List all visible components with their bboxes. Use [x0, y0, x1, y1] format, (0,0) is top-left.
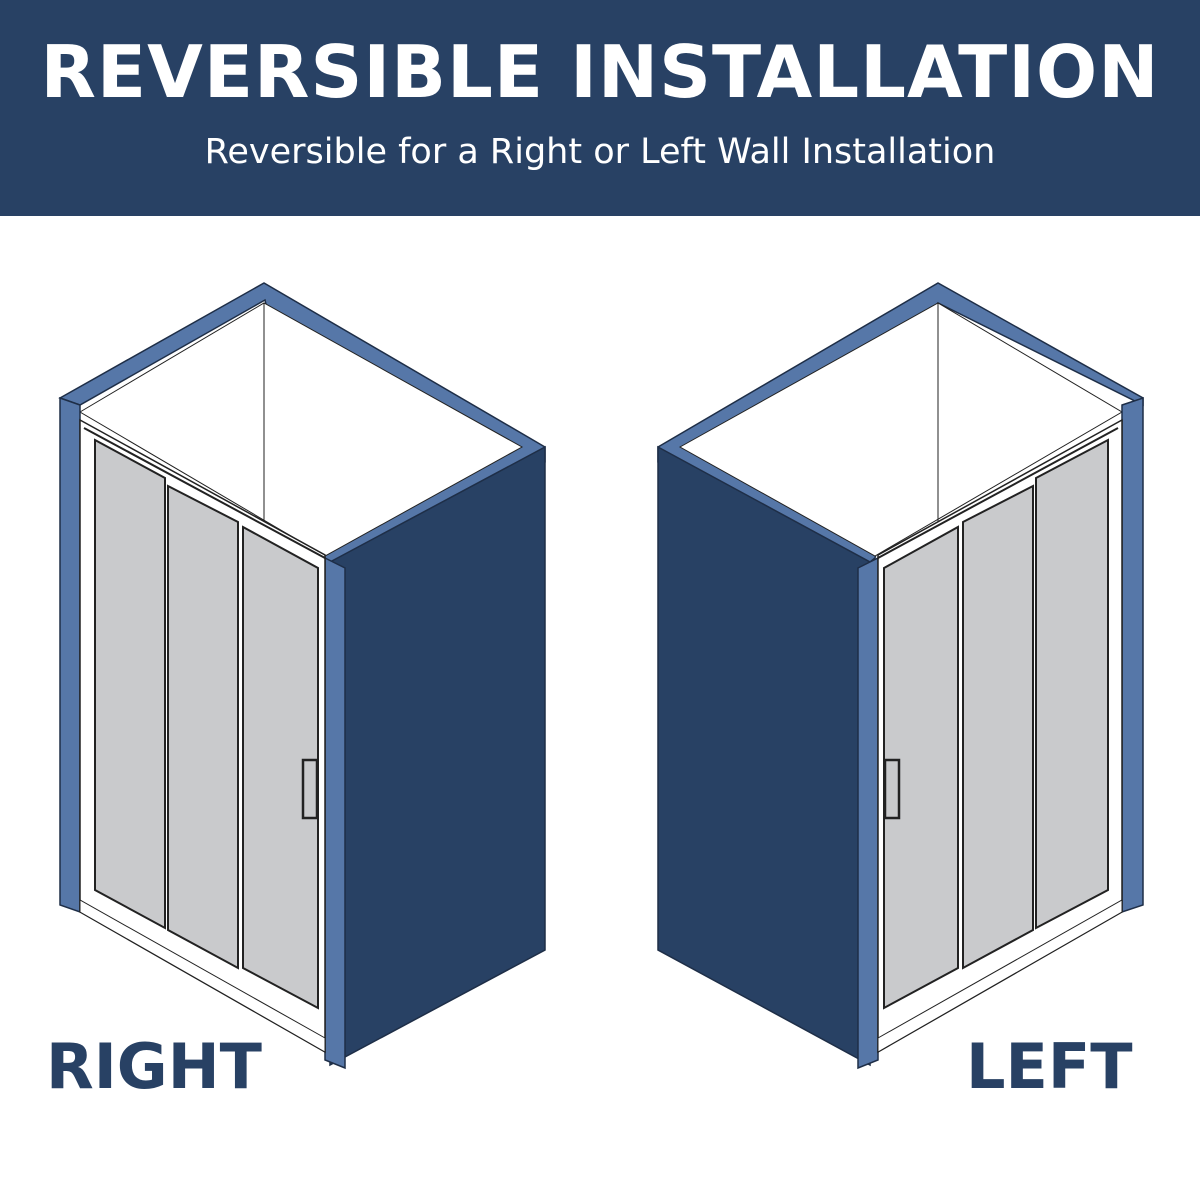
glass-panel-2: [962, 484, 1034, 970]
door-handle: [883, 758, 901, 820]
enclosure-opening: [79, 302, 524, 557]
side-wall-edge: [857, 556, 879, 1070]
page-subtitle: Reversible for a Right or Left Wall Inst…: [204, 132, 996, 172]
glass-panel-2: [167, 484, 239, 970]
glass-panel-1: [883, 525, 959, 1010]
page-title: REVERSIBLE INSTALLATION: [40, 30, 1160, 114]
glass-panel-3: [242, 525, 319, 1010]
header-banner: REVERSIBLE INSTALLATION Reversible for a…: [0, 0, 1200, 216]
right-enclosure: [58, 282, 546, 1070]
label-left: LEFT: [966, 1030, 1133, 1103]
side-wall: [657, 445, 871, 1067]
door-handle: [301, 758, 319, 820]
glass-panel-1: [94, 438, 166, 930]
glass-panel-3: [1035, 438, 1109, 930]
right-wall-edge: [1121, 396, 1144, 914]
left-enclosure: [657, 282, 1144, 1070]
label-right: RIGHT: [46, 1030, 262, 1103]
